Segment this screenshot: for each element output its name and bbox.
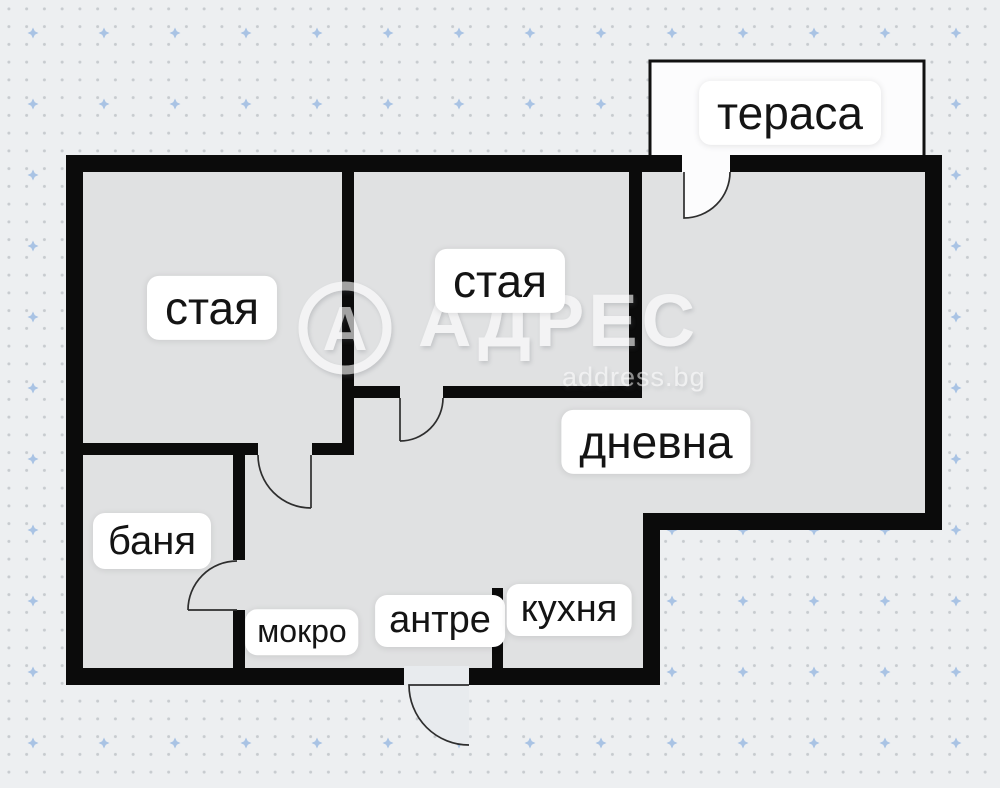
watermark-ring-icon xyxy=(298,281,392,375)
wall-bathroom-upper xyxy=(233,449,245,560)
room-label-entry-hall: антре xyxy=(375,595,505,647)
wall-room1-bottom xyxy=(83,443,258,455)
wall-room2-bottom-right xyxy=(443,386,642,398)
entry-door-opening xyxy=(404,666,469,686)
room-label-kitchen: кухня xyxy=(506,584,632,636)
watermark-website-text: address.bg xyxy=(562,362,706,392)
room-label-wet-room: мокро xyxy=(245,609,359,655)
watermark-logo-letter: А xyxy=(323,295,368,364)
room-label-terrace: тераса xyxy=(699,80,881,146)
room2-door xyxy=(399,397,444,442)
room-label-bathroom: баня xyxy=(93,513,211,569)
room1-hall-door xyxy=(257,454,312,509)
room-label-room-2: стая xyxy=(434,248,566,314)
wall-room2-bottom-left xyxy=(354,386,400,398)
terrace-door-swing xyxy=(683,171,731,219)
terrace-door-opening xyxy=(682,153,730,173)
wall-hall-stub xyxy=(312,443,354,455)
wall-bathroom-lower xyxy=(233,610,245,671)
interior-walls xyxy=(83,164,642,671)
apartment-footprint xyxy=(66,155,942,685)
wall-between-rooms xyxy=(342,164,354,455)
room-label-room-1: стая xyxy=(146,275,278,341)
wall-room2-livingroom xyxy=(629,164,642,398)
bathroom-door xyxy=(187,560,238,611)
room-label-living-room: дневна xyxy=(561,409,751,475)
entry-door-swing xyxy=(408,684,470,746)
doors xyxy=(187,171,731,746)
wall-openings xyxy=(404,153,730,686)
